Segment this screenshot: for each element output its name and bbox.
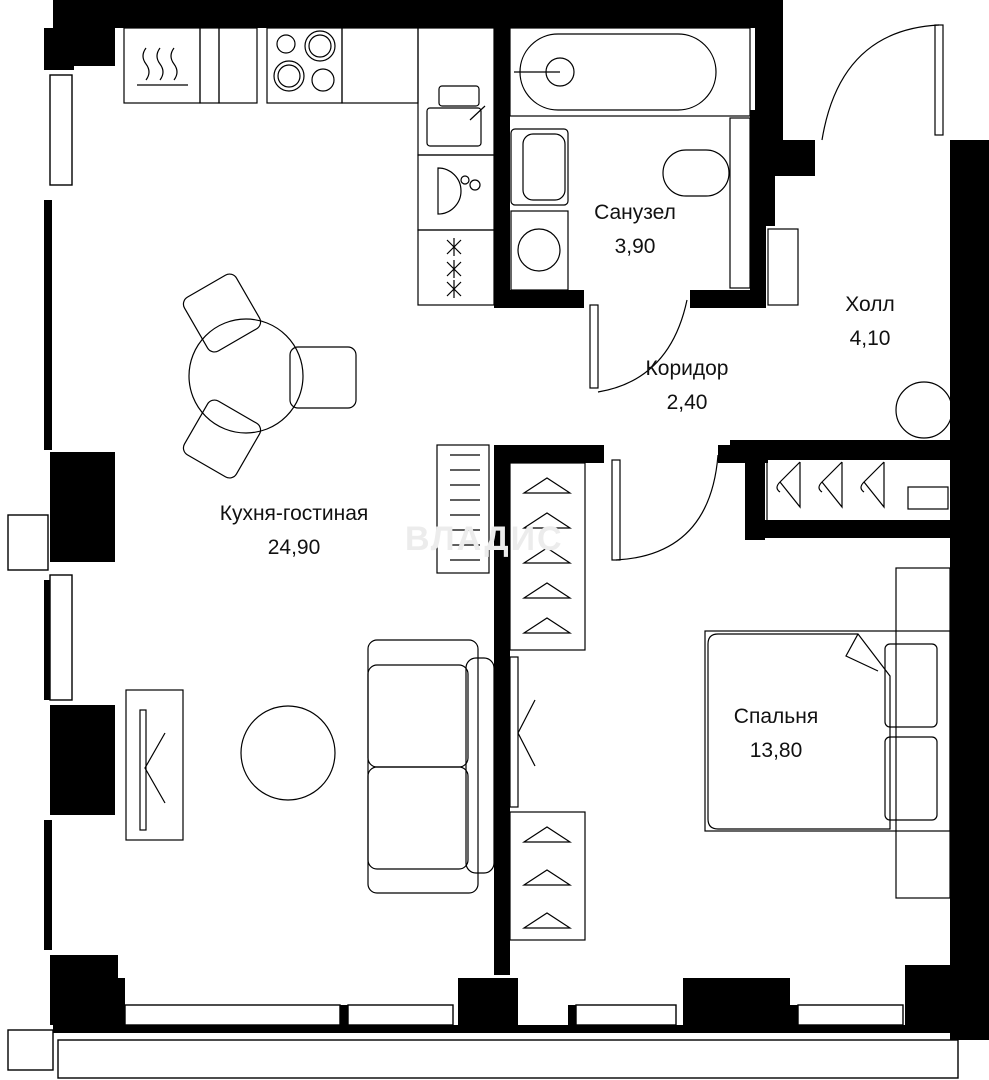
room-area: 24,90 [267,536,321,559]
room-label-bedroom: Спальня 13,80 [734,700,818,768]
coffee-table [240,705,336,801]
stove-icon [266,27,343,104]
fridge-icon [417,229,495,306]
room-area: 13,80 [749,739,803,762]
dishwasher-icon [417,154,495,231]
bedroom-door [611,454,719,561]
sink-icon [426,85,486,147]
room-label-bathroom: Санузел 3,90 [594,196,676,264]
room-name: Спальня [733,705,819,728]
oven-icon [137,47,188,86]
wardrobe-icon [509,462,586,941]
room-label-kitchen-living: Кухня-гостиная 24,90 [220,497,369,565]
tv-bedroom [509,656,536,808]
hall-wardrobe [766,446,958,523]
room-label-hall: Холл 4,10 [845,288,895,356]
room-area: 3,90 [614,235,656,258]
watermark: ВЛАДИС [405,520,564,558]
dining-table-icon [182,273,357,479]
kitchen-counter [123,27,495,306]
room-name: Холл [845,293,895,316]
washbasin-icon [510,128,569,206]
room-name: Санузел [594,201,676,224]
tv-icon [125,689,184,841]
bathtub-icon [509,27,751,117]
sofa-icon [367,639,495,894]
windows [7,74,959,1079]
entrance-door-icon [821,24,944,141]
hall-pouf [895,381,953,439]
bed-icon [704,567,951,899]
washing-machine-icon [510,210,569,291]
bookshelf [436,444,490,574]
toilet-icon [662,117,751,289]
room-area: 4,10 [849,327,891,350]
walls [44,0,989,1040]
shoe-rack [767,228,799,306]
room-label-corridor: Коридор 2,40 [646,352,729,420]
room-area: 2,40 [666,391,708,414]
room-name: Коридор [645,357,729,380]
bathroom-door [589,299,688,393]
room-name: Кухня-гостиная [219,502,369,525]
